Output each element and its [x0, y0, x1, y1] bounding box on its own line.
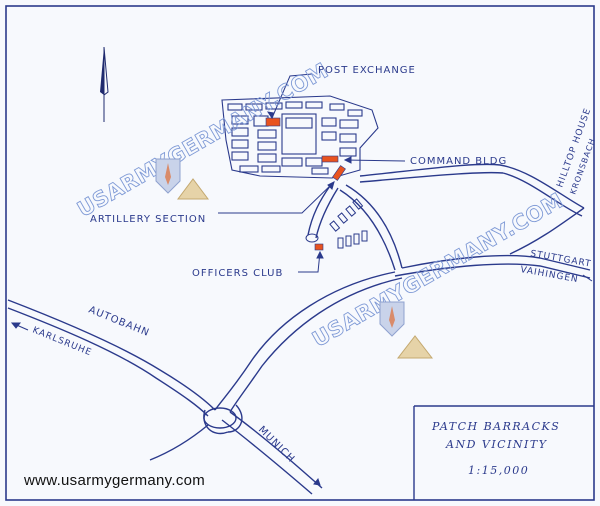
building: [231, 115, 249, 125]
road-stuttgart-edge: [394, 263, 591, 279]
autobahn-east-edge: [221, 419, 313, 495]
building: [329, 220, 341, 232]
building: [339, 133, 357, 143]
road-stuttgart: [401, 254, 591, 271]
building: [352, 198, 364, 210]
building: [361, 230, 368, 242]
post-exchange-building: [265, 117, 281, 127]
officers-club-arrowhead: [316, 250, 324, 259]
building: [261, 165, 281, 173]
building: [281, 157, 303, 167]
footer-url[interactable]: www.usarmygermany.com: [24, 472, 206, 489]
label-autobahn: AUTOBAHN: [87, 305, 151, 339]
parade-ground: [281, 113, 317, 155]
artillery-section-building: [332, 165, 346, 181]
building: [305, 157, 323, 167]
club-area-buildings: [305, 198, 368, 249]
building: [329, 103, 345, 111]
command-bldg-leader: [344, 159, 406, 162]
road-to-interchange-edge: [229, 277, 403, 413]
artillery-leader: [218, 181, 335, 214]
karlsruhe-arrowhead: [10, 322, 22, 329]
road-command-east: [359, 163, 501, 177]
road-club-access-edge: [315, 187, 339, 239]
title-line2: AND VICINITY: [445, 438, 548, 451]
building: [231, 151, 249, 161]
building: [305, 101, 323, 109]
building: [339, 119, 359, 129]
building: [227, 103, 243, 111]
building: [285, 101, 303, 109]
road-to-interchange: [214, 271, 396, 411]
north-arrow-icon: [100, 46, 109, 122]
label-officers-club: OFFICERS CLUB: [192, 268, 283, 279]
label-post-exchange: POST EXCHANGE: [318, 65, 416, 76]
building: [257, 153, 277, 163]
building: [311, 167, 329, 175]
map-frame: [5, 5, 595, 501]
building: [231, 139, 249, 149]
title-scale: 1:15,000: [468, 464, 529, 477]
vaihingen-arrow: [582, 274, 593, 282]
building: [321, 131, 337, 141]
building: [321, 117, 337, 127]
title-line1: PATCH BARRACKS: [431, 420, 560, 433]
officers-club-building: [314, 243, 324, 251]
barracks-outline: [221, 95, 379, 179]
road-hilltop-edge: [502, 172, 583, 217]
building: [337, 237, 344, 249]
autobahn-west-edge: [7, 307, 209, 417]
road-hilltop: [499, 164, 585, 209]
leader-lines: [10, 73, 593, 486]
building: [257, 129, 277, 139]
road-sw: [149, 424, 209, 461]
post-exchange-arrowhead: [266, 111, 275, 120]
highlighted-buildings: [265, 117, 346, 251]
interchange-ramp-2: [227, 404, 243, 433]
building: [239, 165, 259, 173]
insignia-icon: [379, 301, 434, 359]
officers-club-leader: [298, 251, 321, 273]
building: [339, 147, 357, 157]
label-stuttgart: STUTTGART: [529, 249, 592, 270]
building: [347, 109, 363, 117]
autobahn-east: [229, 411, 323, 489]
road-south-link: [345, 184, 403, 269]
barracks-complex: [221, 95, 379, 179]
building: [257, 141, 277, 151]
title-box: PATCH BARRACKS AND VICINITY 1:15,000: [413, 405, 594, 500]
road-south-link-edge: [339, 189, 396, 271]
road-club-access: [307, 185, 331, 236]
command-bldg-arrowhead: [343, 156, 352, 164]
label-artillery-section: ARTILLERY SECTION: [90, 214, 206, 225]
label-munich: MUNICH: [256, 424, 297, 465]
building: [285, 117, 313, 129]
building: [353, 233, 360, 245]
artillery-arrowhead: [327, 181, 335, 190]
road-command-east-edge: [359, 171, 504, 183]
munich-arrowhead: [313, 477, 321, 486]
building: [345, 205, 357, 217]
label-command-bldg: COMMAND BLDG: [410, 156, 507, 167]
command-bldg-building: [321, 155, 339, 163]
building: [337, 212, 349, 224]
watermark-1: USARMYGERMANY.COM: [73, 58, 333, 222]
interchange-loop: [203, 407, 237, 429]
insignia-icon: [155, 158, 209, 200]
building: [245, 103, 263, 111]
building: [231, 127, 249, 137]
building: [345, 235, 352, 247]
interchange-ramp-1: [203, 409, 229, 435]
autobahn-west: [7, 299, 216, 411]
post-exchange-leader: [271, 73, 313, 119]
club-circle: [305, 233, 319, 243]
building: [265, 102, 283, 110]
road-network: [7, 163, 591, 495]
road-stuttgart-link: [509, 207, 585, 255]
